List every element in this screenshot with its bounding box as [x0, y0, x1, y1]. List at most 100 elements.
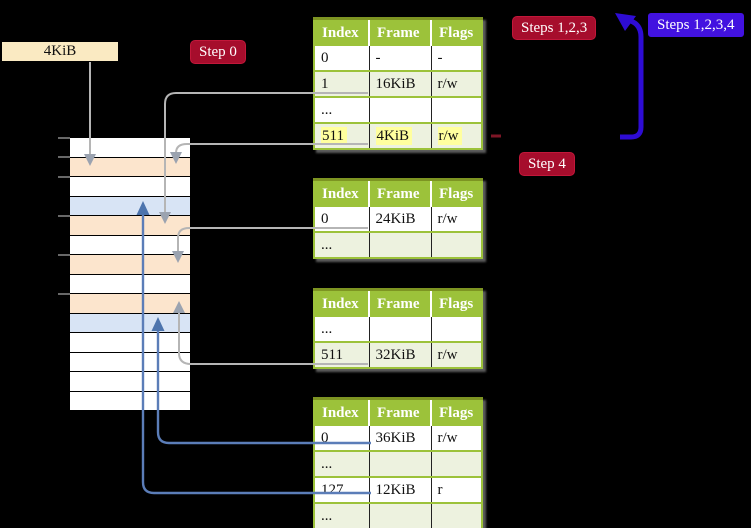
- memory-frame-row: [70, 352, 190, 371]
- cell-text: 0: [321, 49, 329, 66]
- table-row: ...: [314, 317, 482, 342]
- cell-text: 4KiB: [375, 126, 413, 145]
- table-cell: [430, 96, 482, 123]
- memory-frame-row: [70, 294, 190, 313]
- table-row: ...: [314, 96, 482, 123]
- col-header-flags: Flags: [430, 18, 482, 46]
- table-cell: [368, 317, 431, 342]
- steps123-badge: Steps 1,2,3: [512, 16, 597, 40]
- col-header-frame: Frame: [368, 289, 431, 317]
- col-header-flags: Flags: [430, 289, 482, 317]
- table-row: 1 16KiB r/w: [314, 70, 482, 97]
- cell-text: 0: [321, 210, 329, 227]
- table-cell: 511: [314, 122, 369, 149]
- table-cell: r/w: [430, 70, 482, 97]
- table-cell: 32KiB: [368, 341, 431, 368]
- cell-text: r/w: [437, 75, 458, 92]
- table-row: ...: [314, 502, 482, 528]
- memory-frame-row: [70, 391, 190, 410]
- memory-frame-row: [70, 255, 190, 274]
- steps1234-badge: Steps 1,2,3,4: [648, 13, 744, 37]
- table-cell: [430, 450, 482, 477]
- cell-text: 36KiB: [375, 429, 416, 446]
- memory-frame-row: [70, 274, 190, 293]
- cell-text: r/w: [437, 429, 458, 446]
- table-cell: 4KiB: [368, 122, 431, 149]
- cell-text: 16KiB: [375, 75, 416, 92]
- loopback-arrow: [620, 18, 644, 140]
- memory-frame-row: [70, 177, 190, 196]
- cell-text: ...: [321, 101, 333, 118]
- col-header-flags: Flags: [430, 398, 482, 426]
- table-cell: [430, 317, 482, 342]
- table-row: ...: [314, 450, 482, 477]
- strip-ticks: [58, 137, 70, 295]
- cell-text: 511: [321, 346, 343, 363]
- cell-text: r/w: [437, 126, 462, 145]
- table-cell: [430, 502, 482, 528]
- table-cell: 24KiB: [368, 207, 431, 232]
- table-cell: [368, 450, 431, 477]
- table-cell: ...: [314, 450, 369, 477]
- table-header-row: Index Frame Flags: [314, 289, 482, 317]
- arrowhead-upleft-icon: [615, 13, 636, 31]
- table-row: ...: [314, 231, 482, 258]
- table-cell: 36KiB: [368, 426, 431, 451]
- page-table-4: Index Frame Flags 0 36KiB r/w ... 127 12…: [313, 397, 483, 528]
- memory-frame-row: [70, 196, 190, 215]
- memory-frame-row: [70, 313, 190, 332]
- table-cell: 0: [314, 207, 369, 232]
- table-header-row: Index Frame Flags: [314, 179, 482, 207]
- table-cell: 16KiB: [368, 70, 431, 97]
- cell-text: 12KiB: [375, 481, 416, 498]
- cell-text: r: [437, 481, 443, 498]
- cell-text: ...: [321, 507, 333, 524]
- cell-text: ...: [321, 320, 333, 337]
- table-cell: r/w: [430, 341, 482, 368]
- table-cell: ...: [314, 96, 369, 123]
- memory-frame-row: [70, 372, 190, 391]
- table-cell: r/w: [430, 122, 482, 149]
- col-header-frame: Frame: [368, 179, 431, 207]
- page-table-1: Index Frame Flags 0 - - 1 16KiB r/w ... …: [313, 17, 483, 150]
- page-table-2: Index Frame Flags 0 24KiB r/w ...: [313, 178, 483, 259]
- table-header-row: Index Frame Flags: [314, 18, 482, 46]
- table-cell: r: [430, 476, 482, 503]
- cell-text: 1: [321, 75, 329, 92]
- col-header-index: Index: [314, 18, 369, 46]
- table-cell: 0: [314, 426, 369, 451]
- cell-text: 127: [321, 481, 344, 498]
- memory-strip: [70, 138, 190, 410]
- col-header-frame: Frame: [368, 18, 431, 46]
- table-cell: [368, 96, 431, 123]
- table-cell: 1: [314, 70, 369, 97]
- cell-text: ...: [321, 455, 333, 472]
- page-size-label: 4KiB: [2, 42, 118, 61]
- memory-frame-row: [70, 157, 190, 176]
- cell-text: r/w: [437, 346, 458, 363]
- cell-text: ...: [321, 236, 333, 253]
- table-cell: [368, 231, 431, 258]
- cell-text: -: [375, 49, 381, 66]
- memory-frame-row: [70, 235, 190, 254]
- table-cell: 127: [314, 476, 369, 503]
- cell-text: 32KiB: [375, 346, 416, 363]
- memory-frame-row: [70, 333, 190, 352]
- table-cell: -: [368, 46, 431, 71]
- cell-text: -: [437, 49, 443, 66]
- table-cell: 12KiB: [368, 476, 431, 503]
- memory-frame-row: [70, 216, 190, 235]
- table-cell: 0: [314, 46, 369, 71]
- table-cell: ...: [314, 231, 369, 258]
- table-cell: 511: [314, 341, 369, 368]
- cell-text: 511: [321, 126, 347, 145]
- table-cell: ...: [314, 317, 369, 342]
- cell-text: r/w: [437, 210, 458, 227]
- memory-frame-row: [70, 138, 190, 157]
- table-cell: r/w: [430, 426, 482, 451]
- table-cell: -: [430, 46, 482, 71]
- table-cell: [368, 502, 431, 528]
- table-row-highlighted: 511 4KiB r/w: [314, 122, 482, 149]
- table-cell: ...: [314, 502, 369, 528]
